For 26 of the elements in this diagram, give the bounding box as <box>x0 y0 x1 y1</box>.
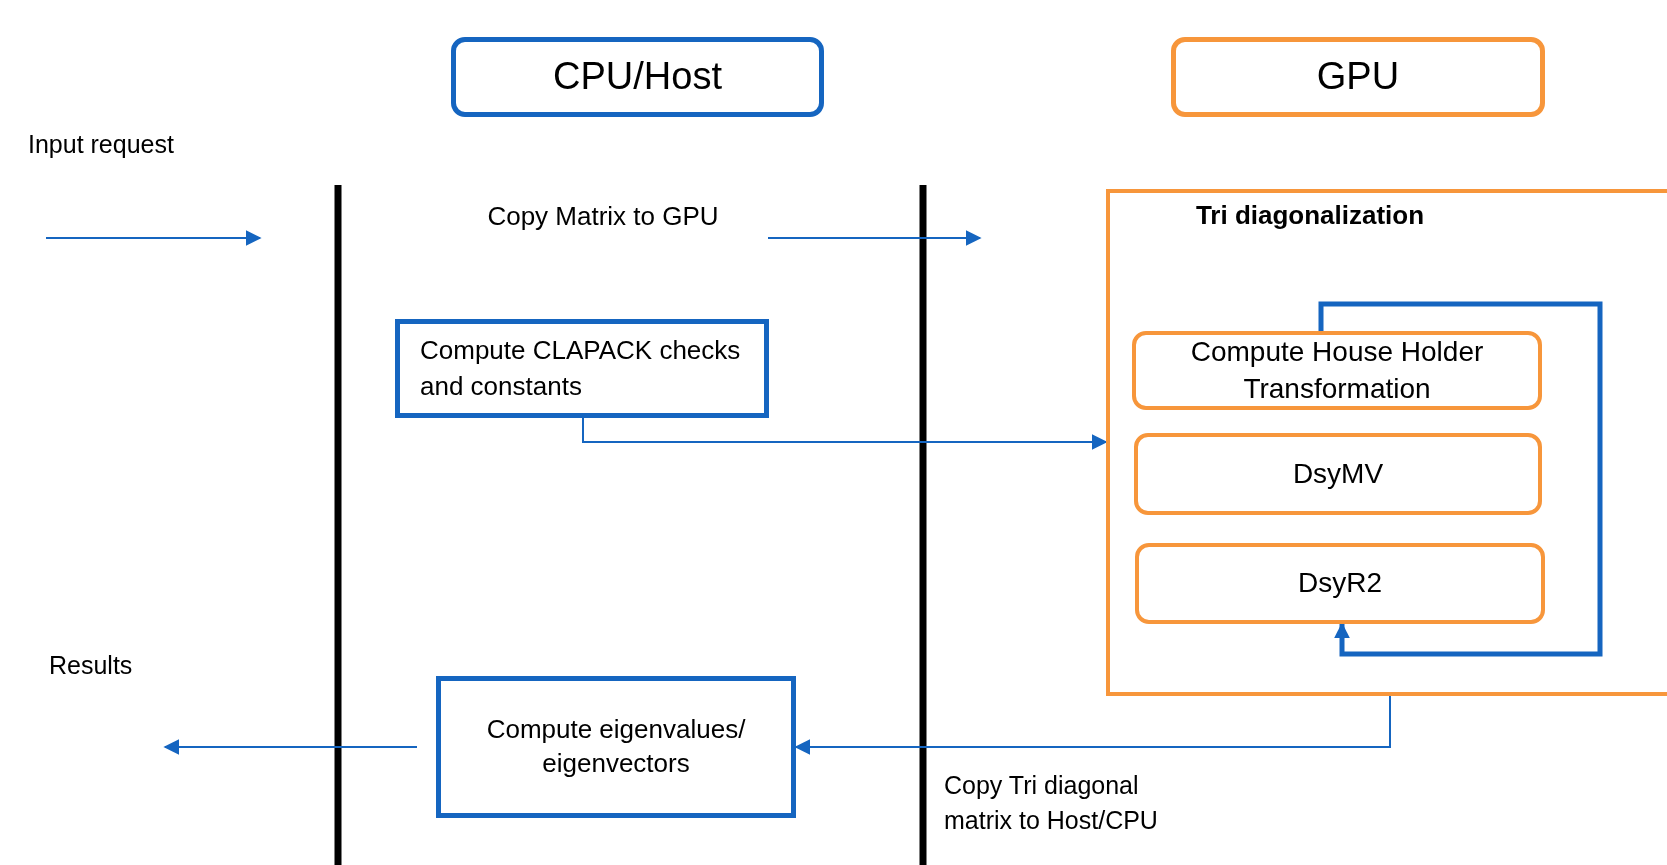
node-text: Copy Matrix to GPU <box>486 200 720 233</box>
process-box <box>1132 331 1542 410</box>
arrow <box>163 739 418 755</box>
process-box <box>395 319 769 418</box>
node-text: Compute House Holder Transformation <box>1189 335 1485 406</box>
header-box <box>1171 37 1545 117</box>
arrow <box>767 230 982 246</box>
node-text: DsyR2 <box>1298 566 1382 601</box>
text-label: Results <box>49 650 133 681</box>
arrow <box>1318 301 1603 657</box>
node-text: DsyMV <box>1292 456 1384 491</box>
arrow <box>794 695 1391 755</box>
group-box <box>1106 189 1667 696</box>
node-text: Compute eigenvalues/ eigenvectors <box>485 713 747 780</box>
header-box <box>451 37 824 117</box>
process-box <box>1135 543 1545 624</box>
node-text: Input request <box>28 129 175 160</box>
node-text: Compute CLAPACK checks and constants <box>420 334 742 403</box>
node-text: GPU <box>1316 54 1400 100</box>
arrow <box>45 230 262 246</box>
arrow <box>582 417 1108 450</box>
edge-label: Copy Tri diagonal matrix to Host/CPU <box>944 770 1159 836</box>
node-text: CPU/Host <box>553 54 722 100</box>
process-box <box>1134 433 1542 515</box>
process-box <box>436 676 796 818</box>
group-title: Tri diagonalization <box>1194 199 1426 232</box>
